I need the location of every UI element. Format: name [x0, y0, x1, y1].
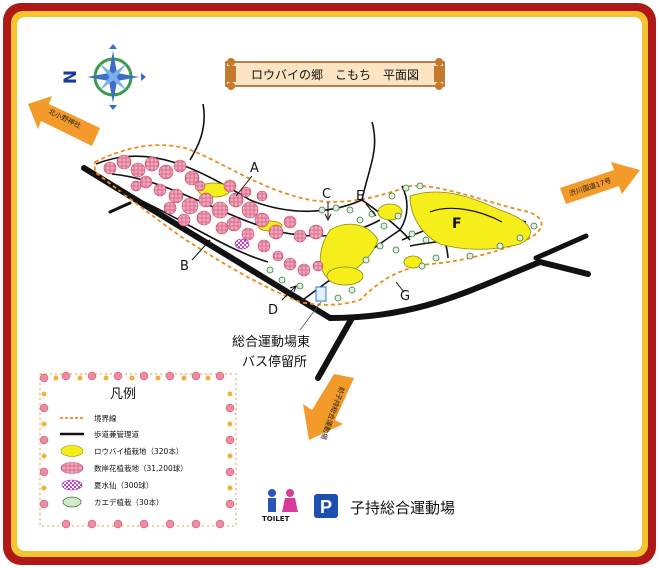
- legend-border-flowers: [39, 371, 235, 529]
- area-label-d: D: [268, 303, 278, 318]
- legend-border-leaves: [41, 375, 233, 491]
- compass-north-label: N: [61, 70, 81, 84]
- legend-item-maple: カエデ植栽（30本）: [94, 497, 164, 507]
- area-label-c: C: [322, 187, 331, 202]
- legend-item-summer-daffodil: 夏水仙（300球）: [94, 480, 153, 490]
- area-label-e: E: [356, 189, 364, 204]
- legend-item-robai: ロウバイ植栽地（320本）: [94, 446, 183, 456]
- map-title: ロウバイの郷 こもち 平面図: [251, 68, 419, 82]
- parking-icon: P: [314, 494, 338, 518]
- compass-rose-icon: [87, 44, 146, 110]
- area-label-b: B: [180, 259, 189, 274]
- legend: 凡例 境界線 歩道兼管理道 ロウバイ植栽地（320本） 数岸花植栽地（31,20…: [39, 371, 237, 529]
- legend-item-higanbana: 数岸花植栽地（31,200球）: [94, 463, 188, 473]
- legend-symbol-summer-daffodil: [61, 479, 83, 491]
- legend-symbol-robai: [60, 445, 84, 457]
- legend-title: 凡例: [110, 387, 136, 402]
- bus-stop-label-line1: 総合運動場東: [232, 334, 310, 350]
- legend-item-boundary: 境界線: [94, 413, 117, 423]
- toilet-label: TOILET: [262, 515, 290, 523]
- area-f-outline: [429, 207, 503, 223]
- parking-letter: P: [320, 497, 332, 517]
- bus-stop-icon: [315, 286, 327, 302]
- sports-ground-label: 子持総合運動場: [350, 499, 455, 517]
- area-label-a: A: [250, 161, 259, 176]
- boundary-line: [94, 144, 543, 306]
- maple-tree-dots: [266, 182, 538, 302]
- title-banner: ロウバイの郷 こもち 平面図: [225, 58, 445, 90]
- label-leaders: [191, 175, 405, 301]
- summer-daffodil-patch: [234, 238, 250, 250]
- bus-stop-leader: [299, 301, 322, 331]
- pink-flower-beds: [103, 154, 324, 277]
- legend-symbol-higanbana: [60, 462, 84, 474]
- bus-stop-label-line2: バス停留所: [242, 354, 307, 370]
- legend-item-path: 歩道兼管理道: [94, 429, 139, 439]
- toilet-icon: TOILET: [262, 489, 298, 523]
- legend-symbol-maple: [62, 496, 82, 508]
- area-label-g: G: [400, 289, 410, 304]
- robai-yellow-areas: [197, 182, 531, 286]
- area-label-f: F: [452, 216, 462, 232]
